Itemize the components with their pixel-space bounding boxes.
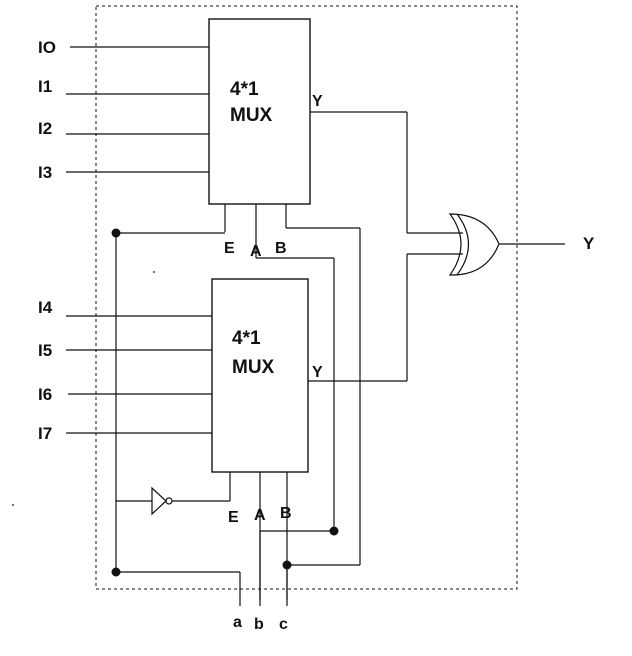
or-output-label: Y [583, 234, 595, 253]
junction-dot-enable-bottom [111, 567, 121, 577]
mux2-select-b-label: B [280, 505, 292, 522]
inverter-triangle [151, 486, 167, 516]
junction-dot-enable-top [111, 228, 121, 238]
mux1-select-a-label: A [250, 243, 262, 260]
mux1-input-label-0: IO [38, 38, 56, 57]
mux2-enable-label: E [228, 509, 239, 526]
mux1-output-label: Y [312, 93, 323, 110]
mux2-input-label-3: I7 [38, 424, 52, 443]
stray-speck-2 [12, 504, 14, 506]
or-gate [448, 213, 500, 276]
mux1-enable-label: E [224, 240, 235, 257]
mux2-block [211, 278, 309, 473]
mux1-title-line2: MUX [230, 105, 273, 126]
stray-speck-1 [153, 271, 155, 273]
mux2-title-line2: MUX [232, 357, 275, 378]
external-input-label-a: a [233, 614, 242, 631]
junction-dot-select-a [329, 526, 339, 536]
external-input-label-b: b [254, 616, 264, 633]
mux1-input-label-2: I2 [38, 119, 52, 138]
mux2-input-label-0: I4 [38, 298, 53, 317]
mux1-title-line1: 4*1 [230, 79, 259, 100]
inverter-bubble [165, 497, 173, 505]
mux2-input-label-1: I5 [38, 341, 52, 360]
mux2-input-label-2: I6 [38, 385, 52, 404]
mux1-select-b-label: B [275, 240, 287, 257]
mux1-input-label-3: I3 [38, 163, 52, 182]
enclosure-dashed-border [95, 5, 518, 590]
mux1-input-label-1: I1 [38, 77, 52, 96]
mux2-output-label: Y [312, 364, 323, 381]
external-input-label-c: c [279, 616, 288, 633]
or-gate-inner-curve [456, 213, 469, 276]
mux2-select-a-label: A [254, 507, 266, 524]
mux2-title-line1: 4*1 [232, 328, 261, 349]
mux1-block [208, 18, 311, 205]
